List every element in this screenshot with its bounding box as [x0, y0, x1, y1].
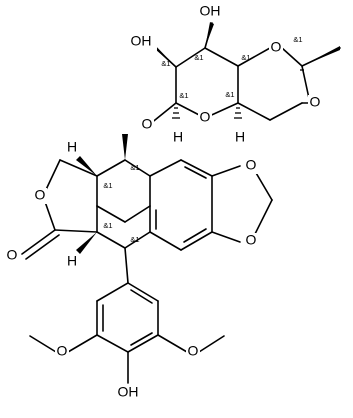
hydrogen-label-3: H: [67, 139, 77, 155]
hydrogen-label-4: H: [67, 253, 77, 269]
sugar-ring-oxygen: O: [200, 109, 211, 125]
glycosidic-oxygen: O: [142, 116, 153, 132]
stereo-marker: &1: [103, 221, 112, 230]
lactone-ring-oxygen: O: [35, 187, 46, 203]
dioxole-oxygen-1: O: [246, 157, 257, 173]
carbonyl-oxygen: O: [7, 247, 18, 263]
dioxane-oxygen-2: O: [310, 94, 321, 110]
stereo-marker: &1: [130, 163, 139, 172]
methoxy-oxygen-2: O: [188, 343, 199, 359]
stereo-marker: &1: [103, 181, 112, 190]
stereo-marker: &1: [293, 35, 302, 44]
stereo-marker: &1: [225, 90, 234, 99]
atom-labels: OH OH O O O O O O O O O O OH H H H H: [5, 3, 322, 402]
stereo-marker: &1: [130, 235, 139, 244]
methoxy-oxygen-1: O: [57, 343, 68, 359]
hydroxyl-label-1: OH: [131, 33, 152, 49]
hydrogen-label-1: H: [173, 129, 183, 145]
bond-skeleton: [21, 22, 341, 384]
stereo-marker: &1: [241, 53, 250, 62]
hydrogen-label-2: H: [235, 129, 245, 145]
stereo-markers: &1 &1 &1 &1 &1 &1 &1 &1 &1 &1: [103, 35, 302, 244]
dioxane-oxygen-1: O: [271, 39, 282, 55]
phenol-hydroxyl-label: OH: [118, 384, 139, 400]
stereo-marker: &1: [194, 53, 203, 62]
hydroxyl-label-2: OH: [200, 3, 221, 19]
dioxole-oxygen-2: O: [246, 232, 257, 248]
stereo-marker: &1: [161, 59, 170, 68]
stereo-bonds: [76, 22, 340, 254]
stereo-marker: &1: [179, 91, 188, 100]
